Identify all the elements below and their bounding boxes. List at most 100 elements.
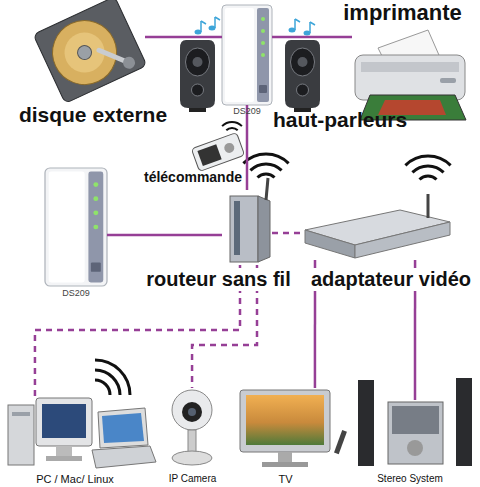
remote-control: [191, 133, 244, 172]
music-note: [310, 22, 315, 25]
video-adapter: [355, 222, 450, 258]
nas-device: [222, 5, 272, 105]
television: [262, 462, 308, 467]
ip-camera: [172, 390, 212, 430]
device-node: imprimante: [352, 25, 467, 120]
nas-device: [222, 5, 272, 105]
television: [240, 390, 330, 452]
device-node: IP Camera: [170, 388, 215, 468]
device-label: routeur sans fil: [132, 268, 305, 291]
remote-control: [222, 122, 242, 126]
wireless-router: [258, 196, 270, 262]
remote-control: [223, 141, 236, 154]
stereo-system: [456, 378, 472, 466]
wireless-router: [250, 164, 281, 170]
music-note: [309, 22, 311, 33]
computer: [36, 398, 92, 446]
computer: [92, 446, 156, 468]
computer: [102, 413, 144, 443]
television: [246, 395, 324, 445]
hard-disk: [33, 0, 147, 103]
printer: [440, 78, 456, 83]
ip-camera: [182, 402, 202, 422]
device-label: télécommande: [143, 169, 243, 185]
nas-device: [45, 168, 107, 286]
video-adapter: [305, 156, 451, 258]
music-note: [201, 21, 206, 24]
remote-control: [197, 144, 221, 166]
wireless-router: [266, 178, 268, 200]
device-label: TV: [238, 473, 333, 486]
television: [240, 390, 347, 467]
computer: [12, 412, 30, 416]
video-adapter: [412, 166, 443, 172]
video-adapter: [420, 176, 437, 180]
music-note: [294, 19, 296, 30]
device-label: disque externe: [8, 103, 178, 127]
computer: [8, 405, 34, 465]
hard-disk: [75, 43, 94, 62]
stereo-system: [407, 440, 423, 456]
device-label: DS209: [212, 106, 282, 116]
music-note: [215, 17, 220, 20]
device-label: PC / Mac/ Linux: [5, 473, 145, 486]
hard-disk: [99, 41, 129, 72]
speaker: [180, 40, 320, 112]
ip-camera: [172, 451, 212, 465]
music-note: [195, 17, 316, 36]
hard-disk: [121, 55, 137, 71]
device-node: DS209: [45, 168, 107, 286]
wireless-link: [272, 232, 300, 235]
wired-link: [107, 234, 222, 237]
computer: [95, 370, 120, 395]
music-note: [214, 17, 216, 28]
ip-camera: [172, 390, 212, 465]
video-adapter: [405, 156, 450, 179]
printer: [361, 62, 459, 72]
device-node: Stereo System: [355, 400, 475, 470]
wired-link: [246, 105, 249, 190]
hard-disk: [42, 10, 127, 95]
device-label: IP Camera: [155, 473, 230, 485]
music-note: [295, 19, 300, 22]
wireless-router: [234, 201, 240, 255]
computer: [8, 360, 156, 468]
video-adapter: [427, 194, 430, 218]
device-node: DS209: [222, 5, 272, 105]
remote-control: [226, 128, 237, 130]
wireless-router: [258, 174, 275, 178]
computer: [98, 408, 148, 448]
wired-link: [145, 36, 222, 39]
television: [334, 430, 347, 454]
computer: [46, 456, 82, 461]
computer: [95, 360, 130, 395]
ip-camera: [188, 430, 196, 452]
device-node: adaptateur vidéo: [300, 205, 450, 260]
ip-camera: [188, 408, 196, 416]
video-adapter: [305, 230, 355, 258]
speaker: [285, 40, 320, 112]
remote-control: [191, 122, 244, 171]
printer: [355, 30, 466, 120]
music-note: [200, 21, 202, 32]
device-label: Stereo System: [355, 473, 465, 485]
hard-disk: [33, 0, 147, 103]
device-node: télécommande: [195, 135, 245, 167]
remote-control: [222, 122, 242, 130]
device-node: haut-parleurs: [180, 40, 320, 112]
nas-device: [45, 168, 107, 286]
printer: [355, 55, 465, 100]
device-node: disque externe: [35, 2, 145, 97]
device-label: imprimante: [335, 0, 470, 25]
computer: [42, 404, 86, 438]
device-node: TV: [238, 388, 333, 468]
device-label: haut-parleurs: [256, 108, 424, 132]
stereo-system: [392, 406, 439, 434]
wireless-router: [243, 154, 288, 177]
remote-control: [191, 133, 244, 172]
device-node: routeur sans fil: [222, 190, 272, 265]
